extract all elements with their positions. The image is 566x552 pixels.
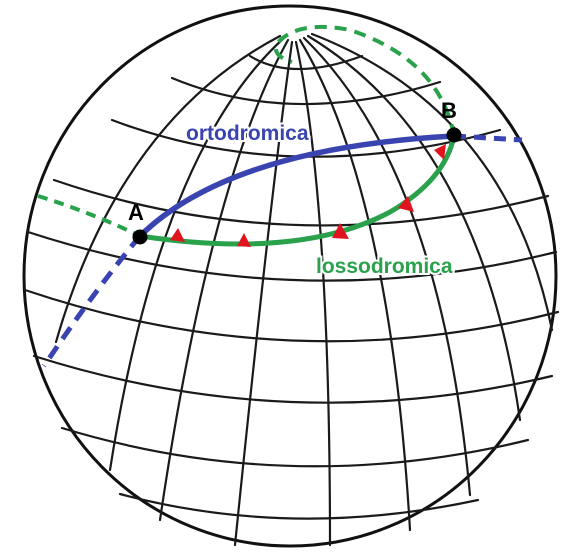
parallel-line <box>23 288 560 343</box>
angle-marker <box>398 196 414 212</box>
angle-marker <box>237 233 251 247</box>
meridian-line <box>306 34 522 422</box>
parallel-line <box>60 426 530 468</box>
loxodrome <box>37 24 457 247</box>
orthodrome-dashed-right <box>453 133 523 143</box>
angle-marker <box>332 223 349 239</box>
angle-marker <box>170 228 185 242</box>
point-b-dot <box>446 127 462 143</box>
meridian-line <box>298 38 412 532</box>
point-a-dot <box>132 229 148 245</box>
meridian-line <box>310 32 554 332</box>
meridian-line <box>54 34 282 344</box>
orthodrome-label: ortodromica <box>186 122 309 145</box>
parallels <box>23 54 560 520</box>
parallel-line <box>52 178 550 227</box>
orthodrome-dashed-left <box>41 234 142 368</box>
meridian-line <box>158 38 290 522</box>
parallel-line <box>26 230 558 282</box>
meridian-line <box>302 36 472 497</box>
orthodrome-solid <box>138 133 455 238</box>
parallel-line <box>32 354 554 404</box>
meridian-line <box>108 36 286 472</box>
meridian-line <box>233 40 294 547</box>
loxodrome-label: lossodromica <box>316 255 453 278</box>
orthodrome <box>41 133 523 368</box>
loxodrome-solid <box>139 135 457 247</box>
globe-outline <box>22 4 558 548</box>
meridians <box>54 32 554 547</box>
parallel-line <box>248 54 364 70</box>
angle-markers <box>170 144 446 247</box>
point-b-label: B <box>441 98 457 123</box>
meridian-line <box>294 40 332 547</box>
parallel-line <box>118 492 480 520</box>
loxodrome-dashed-top <box>273 24 456 137</box>
loxodrome-dashed-left <box>37 194 141 238</box>
point-a-label: A <box>128 200 144 225</box>
angle-marker <box>434 144 446 160</box>
